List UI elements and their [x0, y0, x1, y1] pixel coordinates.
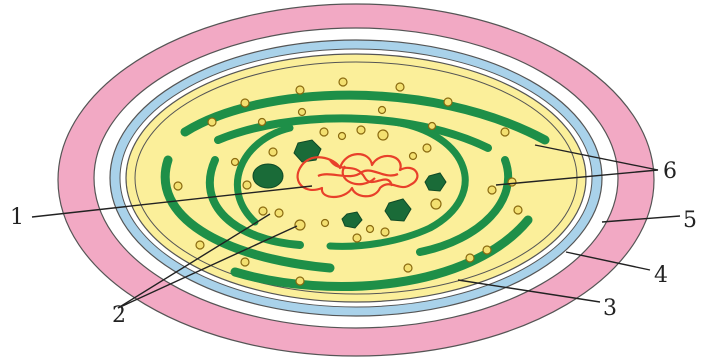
ribosome	[444, 98, 452, 106]
ribosome	[208, 118, 216, 126]
ribosome	[296, 277, 304, 285]
ribosome	[269, 148, 277, 156]
ribosome	[241, 99, 249, 107]
ribosome	[378, 130, 388, 140]
ribosome	[508, 178, 516, 186]
ribosome	[259, 119, 266, 126]
ribosome	[483, 246, 491, 254]
label-5: 5	[683, 208, 697, 233]
ribosome	[423, 144, 431, 152]
ribosome	[410, 153, 417, 160]
ribosome	[367, 226, 374, 233]
granule	[253, 164, 283, 188]
ribosome	[353, 234, 361, 242]
label-4: 4	[654, 263, 668, 288]
ribosome	[339, 78, 347, 86]
ribosome	[431, 199, 441, 209]
ribosome	[196, 241, 204, 249]
ribosome	[514, 206, 522, 214]
ribosome	[429, 123, 436, 130]
ribosome	[339, 133, 346, 140]
ribosome	[232, 159, 239, 166]
ribosome	[320, 128, 328, 136]
ribosome	[259, 207, 267, 215]
label-3: 3	[603, 296, 617, 321]
ribosome	[241, 258, 249, 266]
ribosome	[299, 109, 306, 116]
ribosome	[379, 107, 386, 114]
ribosome	[488, 186, 496, 194]
ribosome	[322, 220, 329, 227]
label-2: 2	[112, 303, 126, 328]
ribosome	[295, 220, 305, 230]
label-1: 1	[10, 205, 24, 230]
ribosome	[174, 182, 182, 190]
ribosome	[381, 228, 389, 236]
ribosome	[296, 86, 304, 94]
ribosome	[243, 181, 251, 189]
ribosome	[357, 126, 365, 134]
ribosome	[466, 254, 474, 262]
label-6: 6	[663, 159, 677, 184]
ribosome	[404, 264, 412, 272]
ribosome	[501, 128, 509, 136]
ribosome	[275, 209, 283, 217]
ribosome	[396, 83, 404, 91]
